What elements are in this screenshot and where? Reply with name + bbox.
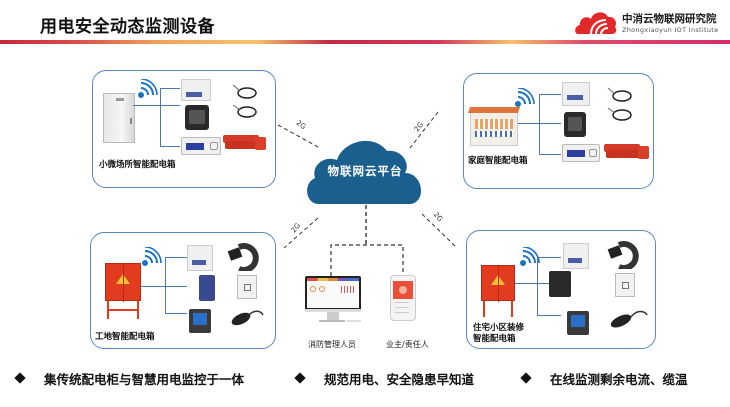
cloud-platform-label: 物联网云平台 [327, 164, 403, 178]
current-transformer-icon [604, 142, 650, 162]
phone-icon [390, 275, 416, 321]
wireless-signal-icon [515, 88, 535, 107]
display-unit-icon [562, 144, 600, 162]
feature-list: 集传统配电柜与智慧用电监控于一体 规范用电、安全隐患早知道 在线监测剩余电流、缆… [0, 369, 730, 389]
header-divider [0, 40, 730, 44]
home-distribution-box-icon [467, 107, 521, 146]
breaker-icon [562, 82, 590, 106]
power-meter-icon [189, 309, 211, 333]
temperature-sensor-icon [232, 84, 257, 118]
sensor-module-icon [564, 112, 586, 137]
panel-label: 家庭智能配电箱 [468, 156, 528, 166]
sensor-module-icon [199, 275, 215, 301]
wireless-signal-icon [138, 79, 158, 98]
link-line-bottom-right [421, 213, 456, 247]
panel-label: 小微场所智能配电箱 [99, 160, 176, 170]
panel-home: 家庭智能配电箱 [463, 73, 654, 189]
phone-user-label: 业主/责任人 [386, 340, 429, 349]
wireless-signal-icon [142, 247, 162, 266]
display-unit-icon [181, 137, 221, 155]
logo: 中消云物联网研究院 Zhongxiaoyun IOT Institute [574, 6, 730, 38]
power-meter-icon [567, 311, 589, 335]
current-transformer-icon [237, 275, 257, 299]
site-distribution-box-icon [481, 265, 515, 302]
page-title: 用电安全动态监测设备 [40, 17, 215, 37]
split-core-ct-icon [607, 241, 639, 269]
current-transformer-icon [615, 273, 635, 297]
link-line-top-right [409, 111, 439, 149]
monitor-icon [305, 276, 361, 312]
clamp-sensor-icon [231, 310, 264, 326]
wireless-signal-icon [520, 247, 540, 266]
logo-cloud-icon [575, 12, 617, 35]
desktop-user-label: 消防管理人员 [308, 340, 356, 349]
site-distribution-box-icon [105, 263, 141, 302]
clamp-sensor-icon [610, 310, 648, 328]
link-line-bottom-left [283, 217, 319, 249]
panel-label: 工地智能配电箱 [95, 332, 155, 342]
feature-item: 集传统配电柜与智慧用电监控于一体 [14, 369, 244, 388]
panel-construction-site: 工地智能配电箱 [90, 232, 276, 349]
link-line-terminals [330, 244, 404, 278]
cloud-platform: 物联网云平台 [305, 133, 425, 206]
panel-small-business: 小微场所智能配电箱 [92, 70, 276, 188]
desktop-monitor [305, 276, 363, 328]
panel-residential-renovation: 住宅小区装修 智能配电箱 [466, 230, 656, 349]
feature-item: 规范用电、安全隐患早知道 [294, 369, 474, 388]
logo-name-en: Zhongxiaoyun IOT Institute [622, 26, 719, 34]
wall-cabinet-icon [103, 93, 135, 143]
split-core-ct-icon [227, 243, 259, 271]
panel-label-line2: 智能配电箱 [473, 334, 516, 344]
sensor-module-icon [185, 105, 209, 130]
diamond-bullet-icon [520, 372, 532, 384]
temperature-sensor-icon [607, 87, 632, 121]
current-transformer-icon [223, 133, 267, 153]
breaker-icon [187, 245, 213, 271]
sensor-module-icon [549, 271, 571, 297]
cloud-icon [307, 140, 422, 204]
feature-item: 在线监测剩余电流、缆温 [520, 369, 688, 388]
breaker-icon [563, 243, 589, 269]
diamond-bullet-icon [14, 372, 26, 384]
link-line-top-left [277, 124, 319, 148]
breaker-icon [181, 79, 211, 101]
logo-name-cn: 中消云物联网研究院 [622, 13, 717, 25]
diamond-bullet-icon [294, 372, 306, 384]
panel-label-line1: 住宅小区装修 [473, 323, 525, 333]
